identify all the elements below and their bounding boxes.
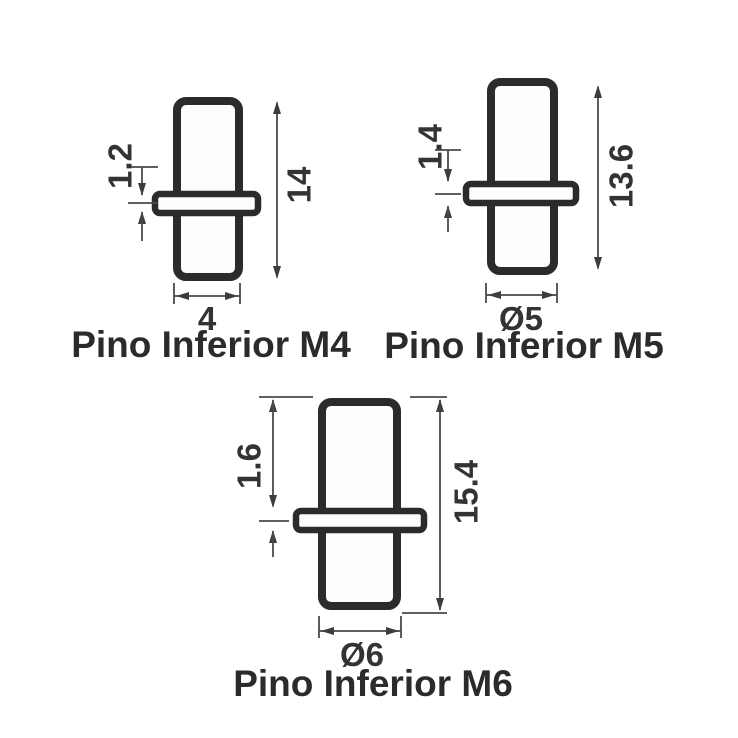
arrow-down-icon [269,495,277,508]
pin-flange-m5 [462,180,580,207]
diameter-dimension-text: 4 [198,300,217,337]
diameter-dimension-text: Ø6 [340,636,384,673]
height-dimension-m4: 14 [273,101,318,279]
arrow-up-icon [436,399,444,412]
flange-dimension-text: 1.6 [231,443,268,489]
pin-body-m4 [173,97,243,281]
arrow-down-icon [594,257,602,270]
arrow-up-icon [273,101,281,114]
arrow-left-icon [176,292,189,300]
arrow-left-icon [488,291,501,299]
width-dimension-m6: Ø6 [318,616,402,673]
flange-dimension-m6: 1.6 [231,396,313,557]
pin-body-m6 [318,398,401,610]
diameter-dimension-text: Ø5 [499,300,543,337]
width-dimension-m4: 4 [173,283,241,337]
height-dimension-m5: 13.6 [594,85,640,270]
height-dimension-text: 14 [281,166,318,203]
height-dimension-text: 15.4 [448,459,485,524]
pino-m4-figure: 14 1.2 4 Pino Inferior M4 [71,97,351,365]
pin-flange-m4 [151,190,262,217]
flange-dimension-text: 1.4 [412,123,449,170]
arrow-right-icon [386,627,399,635]
height-dimension-m6: 15.4 [402,396,485,614]
pino-m6-figure: 15.4 1.6 Ø6 Pino I [231,396,513,704]
part-label-m4: Pino Inferior M4 [71,324,351,365]
pino-m5-figure: 13.6 1.4 Ø5 Pino Inferior M [384,78,664,366]
arrow-down-icon [138,183,146,196]
pin-flange-m6 [292,507,428,534]
arrow-left-icon [321,627,334,635]
arrow-right-icon [225,292,238,300]
flange-dimension-text: 1.2 [102,143,139,189]
part-label-m5: Pino Inferior M5 [384,325,664,366]
arrow-down-icon [436,598,444,611]
arrow-down-icon [444,169,452,182]
part-label-m6: Pino Inferior M6 [233,663,513,704]
flange-dimension-m5: 1.4 [412,123,461,232]
flange-dimension-m4: 1.2 [102,143,158,241]
pin-body-m5 [487,78,558,275]
height-dimension-text: 13.6 [603,144,640,208]
arrow-up-icon [594,85,602,98]
arrow-right-icon [542,291,555,299]
arrow-down-icon [273,266,281,279]
width-dimension-m5: Ø5 [485,283,558,337]
